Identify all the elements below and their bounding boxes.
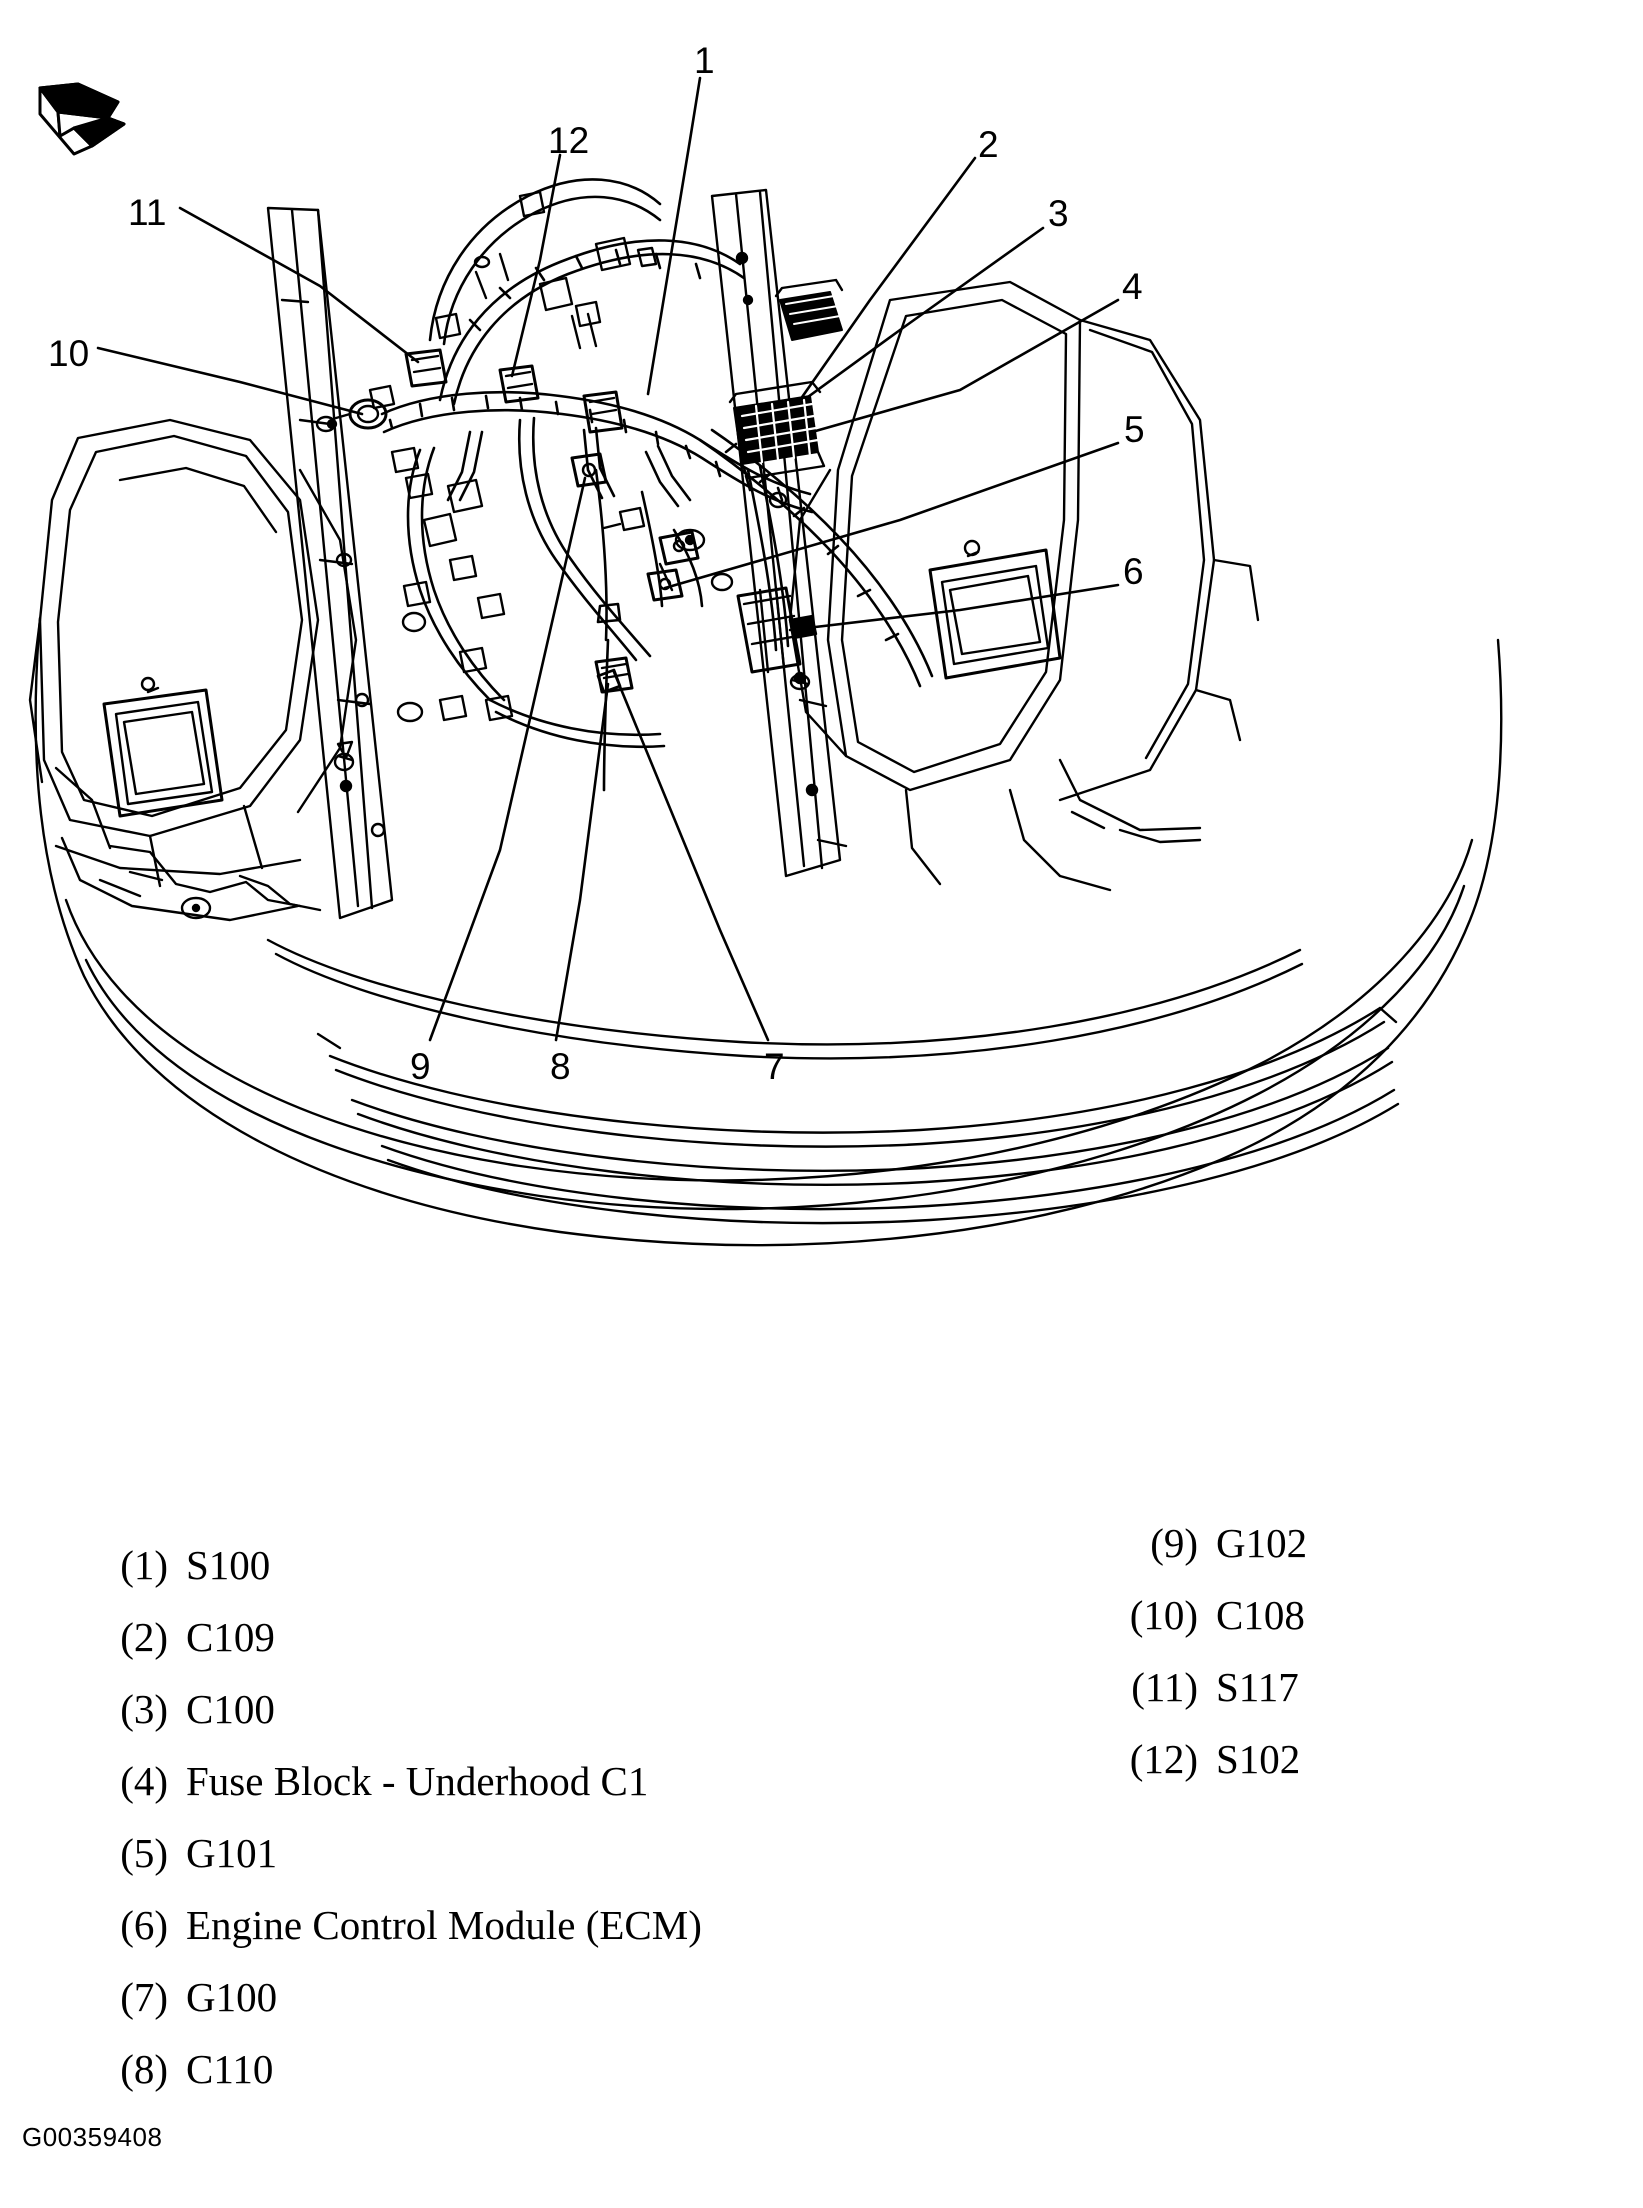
legend-item: (4) Fuse Block - Underhood C1 <box>90 1761 702 1802</box>
legend-item: (12) S102 <box>1120 1739 1307 1780</box>
legend-item-label: Fuse Block - Underhood C1 <box>186 1758 649 1804</box>
legend-item-number: (2) <box>120 1614 168 1660</box>
callout-label-10: 10 <box>48 333 90 374</box>
front-fascia <box>34 616 1503 1247</box>
legend-item-label: G100 <box>186 1974 278 2020</box>
component-legend: (1) S100 (2) C109 (3) C100 (4) Fuse Bloc… <box>0 1523 1643 2105</box>
engine-compartment-harness-illustration: 1 2 3 4 5 6 7 8 9 10 11 12 <box>28 40 1503 1247</box>
legend-item-number: (9) <box>1150 1520 1198 1566</box>
legend-item-number: (11) <box>1131 1664 1198 1710</box>
legend-item-label: G101 <box>186 1830 278 1876</box>
legend-item-label: C100 <box>186 1686 275 1732</box>
callout-label-8: 8 <box>550 1046 571 1087</box>
legend-item: (6) Engine Control Module (ECM) <box>90 1905 702 1946</box>
callout-label-5: 5 <box>1124 409 1145 450</box>
line-art-drawing <box>28 76 1503 1247</box>
figure-id-code: G00359408 <box>22 2122 163 2152</box>
legend-item-label: C110 <box>186 2046 274 2092</box>
legend-item-label: C109 <box>186 1614 275 1660</box>
legend-item: (7) G100 <box>90 1977 702 2018</box>
legend-item-label: S102 <box>1216 1736 1301 1782</box>
legend-item-label: C108 <box>1216 1592 1305 1638</box>
legend-item: (10) C108 <box>1120 1595 1307 1636</box>
body-details <box>326 252 811 793</box>
callout-label-12: 12 <box>548 120 590 161</box>
legend-item-label: G102 <box>1216 1520 1308 1566</box>
callout-label-4: 4 <box>1122 266 1143 307</box>
legend-item-number: (10) <box>1129 1592 1198 1638</box>
legend-item-label: Engine Control Module (ECM) <box>186 1902 702 1948</box>
legend-item: (9) G102 <box>1120 1523 1307 1564</box>
bumper-brackets <box>108 810 1202 912</box>
callout-label-11: 11 <box>128 192 167 233</box>
legend-item-number: (3) <box>120 1686 168 1732</box>
leader-lines <box>96 76 1120 1042</box>
legend-item-number: (8) <box>120 2046 168 2092</box>
legend-item: (2) C109 <box>90 1617 702 1658</box>
harness-connectors <box>334 190 844 723</box>
legend-item: (8) C110 <box>90 2049 702 2090</box>
callout-label-7: 7 <box>764 1046 785 1087</box>
view-direction-arrow <box>38 82 126 156</box>
legend-item-number: (7) <box>120 1974 168 2020</box>
legend-item: (5) G101 <box>90 1833 702 1874</box>
legend-column-left: (1) S100 (2) C109 (3) C100 (4) Fuse Bloc… <box>90 1545 702 2121</box>
legend-column-right: (9) G102 (10) C108 (11) S117 (12) S102 <box>1120 1523 1307 1811</box>
legend-item-number: (5) <box>120 1830 168 1876</box>
legend-item-number: (12) <box>1129 1736 1198 1782</box>
callout-label-1: 1 <box>694 40 715 81</box>
legend-item-label: S100 <box>186 1542 271 1588</box>
callout-label-9: 9 <box>410 1046 431 1087</box>
legend-item-number: (6) <box>120 1902 168 1948</box>
callout-label-6: 6 <box>1123 551 1144 592</box>
legend-item-number: (1) <box>120 1542 168 1588</box>
engine-harness-main <box>380 178 934 792</box>
legend-item: (3) C100 <box>90 1689 702 1730</box>
callout-label-2: 2 <box>978 124 999 165</box>
right-headlamp-assembly <box>788 280 1260 892</box>
callout-label-3: 3 <box>1048 193 1069 234</box>
legend-item: (1) S100 <box>90 1545 702 1586</box>
legend-item-label: S117 <box>1216 1664 1299 1710</box>
legend-item: (11) S117 <box>1120 1667 1307 1708</box>
legend-item-number: (4) <box>120 1758 168 1804</box>
